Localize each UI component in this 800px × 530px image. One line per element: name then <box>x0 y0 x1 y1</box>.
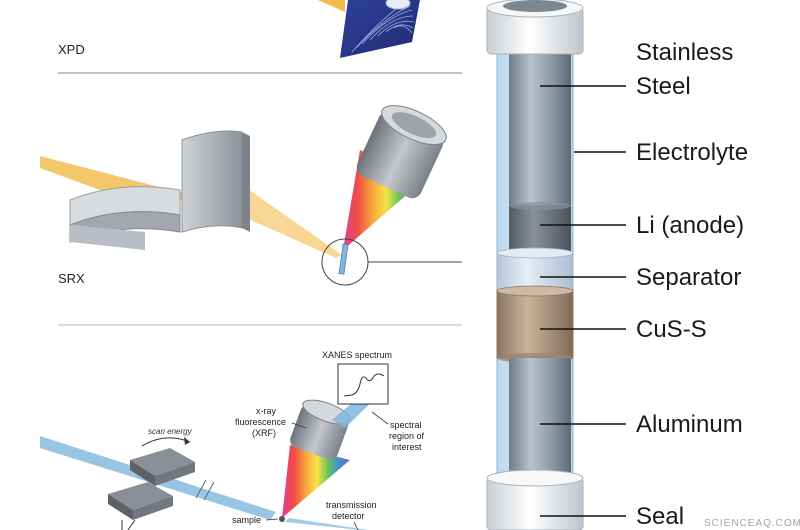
xanes-spectrum-box <box>337 363 389 405</box>
transmission-label-line1: transmission <box>326 500 377 510</box>
stainless-steel-cylinder <box>509 48 571 208</box>
xrf-label-line3: (XRF) <box>252 428 276 438</box>
xanes-beam-out <box>285 518 368 530</box>
label-electrolyte: Electrolyte <box>636 139 748 166</box>
label-stainless-line1: Stainless <box>636 39 733 66</box>
xanes-spectrum-label: XANES spectrum <box>322 350 392 360</box>
xpd-label: XPD <box>58 42 85 57</box>
xrf-label-line1: x-ray <box>256 406 276 416</box>
scan-energy-arrow <box>141 437 191 447</box>
xpd-panel: XPD <box>58 0 462 74</box>
monochromator-crystal-top <box>130 448 195 486</box>
srx-label: SRX <box>58 271 85 286</box>
label-cathode: CuS-S <box>636 316 707 343</box>
aluminum-cylinder <box>509 358 571 478</box>
cathode-layer <box>496 289 574 359</box>
srx-mirror-2 <box>181 130 250 233</box>
label-seal: Seal <box>636 503 684 530</box>
scan-energy-label: scan energy <box>148 427 193 436</box>
srx-detector <box>356 105 447 199</box>
xanes-spectrum-curve <box>343 373 385 397</box>
battery-cell <box>486 0 584 530</box>
sample-label: sample <box>232 515 261 525</box>
watermark: SCIENCEAQ.COM <box>704 518 800 529</box>
xpd-diffraction-plate <box>340 0 420 58</box>
xanes-panel: scan energy XANES spectrum x-ray fluores… <box>40 350 425 530</box>
spectral-label-line2: region of <box>389 431 425 441</box>
monochromator-crystal-bottom <box>108 482 173 520</box>
spectral-label-line1: spectral <box>390 420 422 430</box>
top-seal <box>486 0 584 55</box>
bottom-seal <box>486 469 584 530</box>
xanes-sample <box>279 516 285 522</box>
srx-sample <box>338 243 349 275</box>
spectral-label-line3: interest <box>392 442 422 452</box>
label-aluminum: Aluminum <box>636 411 743 438</box>
srx-panel: SRX <box>40 105 462 326</box>
xpd-beam <box>318 0 345 12</box>
srx-mirror-1 <box>69 186 181 250</box>
xrf-cone <box>282 445 350 518</box>
label-separator: Separator <box>636 264 741 291</box>
xrf-label-line2: fluorescence <box>235 417 286 427</box>
transmission-label-line2: detector <box>332 511 365 521</box>
anode-layer <box>509 205 571 253</box>
cell-leader-lines <box>540 85 626 517</box>
label-anode: Li (anode) <box>636 212 744 239</box>
label-stainless-line2: Steel <box>636 73 691 100</box>
